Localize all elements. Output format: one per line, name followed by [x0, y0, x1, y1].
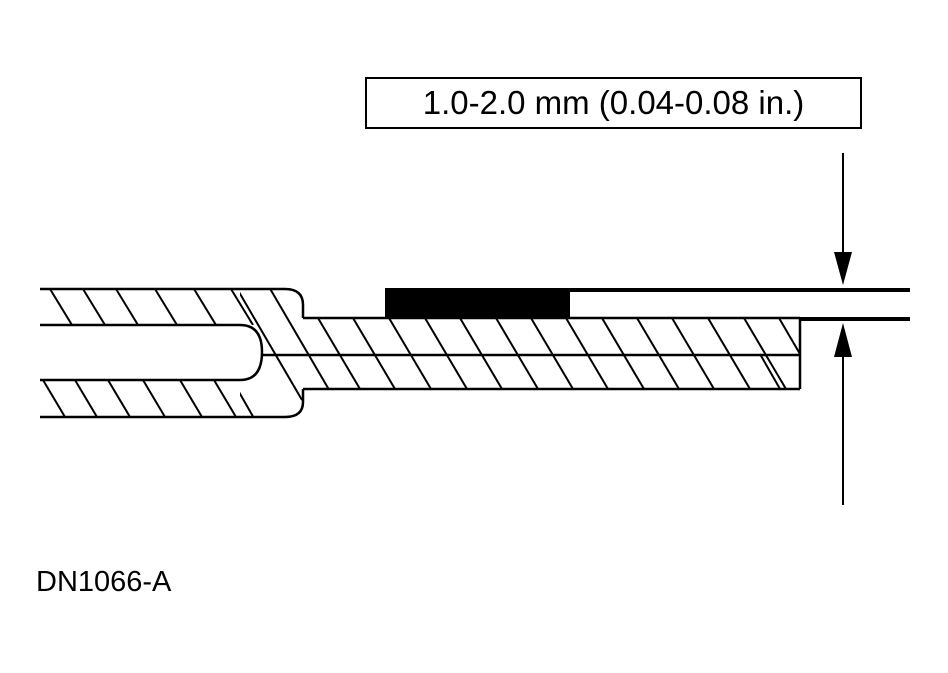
arrow-up-icon: [834, 323, 852, 357]
arrow-down-icon: [834, 252, 852, 285]
lower-reference-line: [800, 317, 910, 321]
dimension-arrow-up: [834, 323, 852, 505]
hatching: [42, 289, 800, 417]
black-insert: [385, 288, 570, 318]
dimension-label-box: 1.0-2.0 mm (0.04-0.08 in.): [365, 77, 862, 129]
figure-id: DN1066-A: [36, 566, 172, 598]
tube-upper-outer-edge: [40, 287, 305, 318]
dimension-label: 1.0-2.0 mm (0.04-0.08 in.): [422, 84, 805, 121]
tube-lower-outer-edge: [40, 389, 305, 419]
tube-slot-edge: [40, 323, 264, 382]
dimension-arrow-down: [834, 153, 852, 285]
upper-reference-line: [570, 288, 910, 292]
